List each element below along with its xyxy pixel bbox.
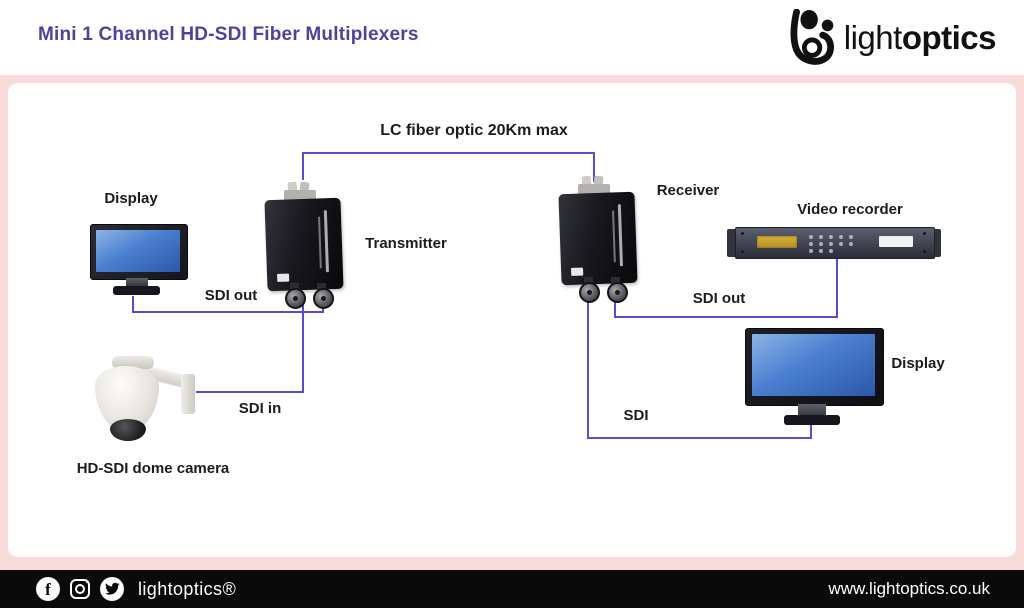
recorder-button xyxy=(839,235,843,239)
device-logo-badge xyxy=(277,273,290,282)
display-left-neck xyxy=(126,278,148,286)
footer: f lightoptics® www.lightoptics.co.uk xyxy=(0,570,1024,608)
footer-social-group: f lightoptics® xyxy=(36,577,236,601)
device-logo-badge xyxy=(571,267,584,276)
label-sdi: SDI xyxy=(623,407,649,424)
bnc-connector xyxy=(607,282,628,303)
label-receiver: Receiver xyxy=(656,182,720,199)
header: Mini 1 Channel HD-SDI Fiber Multiplexers… xyxy=(0,0,1024,75)
wire-fiber-right xyxy=(593,152,595,182)
label-video-recorder: Video recorder xyxy=(797,201,903,218)
device-label-print xyxy=(323,210,329,273)
screw xyxy=(741,232,744,235)
wire-sdiin-v xyxy=(302,303,304,393)
bnc-stub xyxy=(290,283,299,290)
footer-website-link[interactable]: www.lightoptics.co.uk xyxy=(828,579,990,598)
page-title: Mini 1 Channel HD-SDI Fiber Multiplexers xyxy=(38,24,419,45)
display-right-neck xyxy=(798,404,826,416)
wire-sdiin-h xyxy=(196,391,304,393)
video-recorder-device xyxy=(727,227,941,261)
bnc-connector xyxy=(313,288,334,309)
recorder-button xyxy=(849,242,853,246)
brand-logo: lightoptics xyxy=(788,8,997,68)
device-label-print xyxy=(318,216,322,269)
receiver-body xyxy=(558,191,638,286)
camera-wall-bracket xyxy=(181,374,195,414)
screw xyxy=(923,250,926,253)
device-label-print xyxy=(612,210,616,263)
diagram-card xyxy=(8,83,1016,557)
recorder-button xyxy=(849,235,853,239)
transmitter-device xyxy=(264,181,344,309)
recorder-button xyxy=(819,235,823,239)
wire-sdiout-left-v1 xyxy=(132,296,134,313)
brand-wordmark-light: light xyxy=(843,19,903,56)
recorder-button xyxy=(839,242,843,246)
bnc-connector xyxy=(285,288,306,309)
label-display-left: Display xyxy=(104,190,158,207)
display-right-base xyxy=(784,415,840,425)
label-sdi-in: SDI in xyxy=(238,400,282,417)
display-right-screen xyxy=(752,334,875,396)
wire-fiber-top xyxy=(302,152,595,154)
screw xyxy=(741,250,744,253)
camera-lens-dome xyxy=(110,419,146,441)
label-dome-camera: HD-SDI dome camera xyxy=(76,460,230,477)
transmitter-body xyxy=(264,197,344,292)
display-left-base xyxy=(113,286,160,295)
wire-sdi-v2 xyxy=(810,424,812,439)
recorder-button xyxy=(809,235,813,239)
label-sdi-out-right: SDI out xyxy=(692,290,746,307)
recorder-slot xyxy=(879,236,913,247)
display-left-screen xyxy=(96,230,180,272)
wire-sdi-h xyxy=(587,437,812,439)
label-display-right: Display xyxy=(891,355,945,372)
wire-sdi-v1 xyxy=(587,296,589,439)
camera-mount-cap xyxy=(112,356,154,369)
wire-sdiout-left-h xyxy=(132,311,324,313)
screw xyxy=(923,232,926,235)
wire-fiber-left xyxy=(302,152,304,180)
facebook-icon[interactable]: f xyxy=(36,577,60,601)
bnc-connector xyxy=(579,282,600,303)
twitter-icon[interactable] xyxy=(100,577,124,601)
label-sdi-out-left: SDI out xyxy=(204,287,258,304)
recorder-button xyxy=(829,235,833,239)
recorder-display xyxy=(757,236,797,248)
wire-sdiout-right-v1 xyxy=(614,296,616,318)
recorder-button xyxy=(829,249,833,253)
recorder-button xyxy=(819,242,823,246)
brand-wordmark-bold: optics xyxy=(901,19,997,56)
bnc-stub xyxy=(611,277,620,284)
brand-logo-icon xyxy=(788,9,840,67)
instagram-icon[interactable] xyxy=(68,577,92,601)
bnc-stub xyxy=(584,277,593,284)
bnc-stub xyxy=(317,283,326,290)
label-fiber-link: LC fiber optic 20Km max xyxy=(380,122,568,139)
device-label-print xyxy=(617,204,623,267)
recorder-button xyxy=(829,242,833,246)
wire-sdiout-right-h xyxy=(614,316,838,318)
label-transmitter: Transmitter xyxy=(365,235,447,252)
recorder-button xyxy=(819,249,823,253)
brand-wordmark: lightoptics xyxy=(843,19,997,57)
footer-brand-text: lightoptics® xyxy=(138,578,237,599)
receiver-device xyxy=(558,175,638,303)
recorder-button xyxy=(809,242,813,246)
wire-sdiout-right-v2 xyxy=(836,258,838,318)
recorder-button xyxy=(809,249,813,253)
